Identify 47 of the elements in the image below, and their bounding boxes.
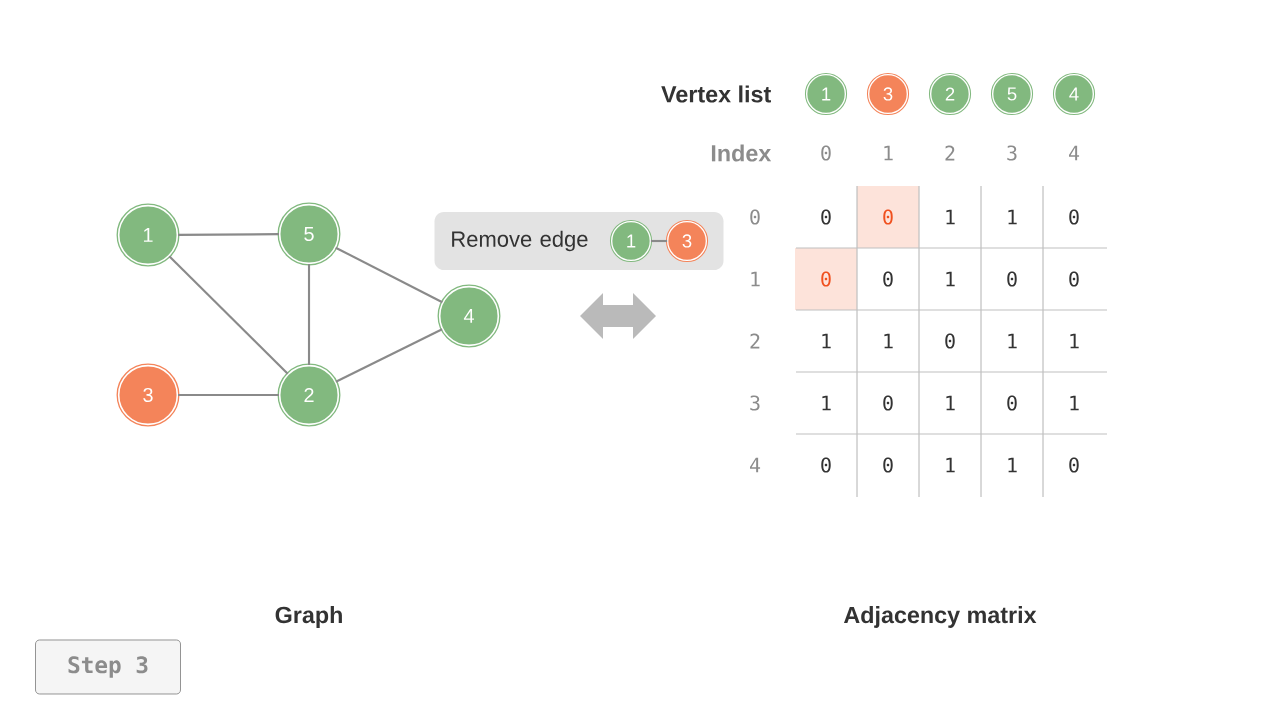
matrix-cell: 0 xyxy=(1069,209,1079,225)
row-index: 1 xyxy=(751,271,760,287)
index-number: 1 xyxy=(884,145,893,161)
graph-edge xyxy=(178,233,279,236)
matrix-cell: 0 xyxy=(821,271,831,287)
row-heading: Index xyxy=(711,144,772,162)
panel-title: Adjacency matrix xyxy=(844,606,1037,628)
graph-edge xyxy=(335,246,443,304)
index-number: 4 xyxy=(1069,145,1080,161)
graph-edge xyxy=(335,328,443,383)
row-index: 0 xyxy=(750,209,760,225)
row-index: 4 xyxy=(750,457,761,473)
index-number: 3 xyxy=(1007,145,1017,161)
matrix-cell: 1 xyxy=(1008,457,1017,473)
matrix-cell: 0 xyxy=(1069,457,1079,473)
matrix-cell: 1 xyxy=(1070,395,1079,411)
matrix-cell: 0 xyxy=(883,209,893,225)
matrix-cell: 1 xyxy=(946,271,955,287)
graph-edge xyxy=(650,239,668,243)
matrix-cell: 0 xyxy=(1007,271,1017,287)
matrix-cell: 1 xyxy=(1008,209,1017,225)
matrix-cell: 0 xyxy=(883,457,893,473)
matrix-cell: 0 xyxy=(945,333,955,349)
matrix-cell: 1 xyxy=(1008,333,1017,349)
row-index: 2 xyxy=(750,333,760,349)
index-number: 0 xyxy=(821,145,831,161)
matrix-cell: 0 xyxy=(1069,271,1079,287)
matrix-cell: 1 xyxy=(822,395,831,411)
matrix-cell: 1 xyxy=(822,333,831,349)
matrix-cell: 0 xyxy=(883,395,893,411)
graph-edge xyxy=(307,264,311,365)
matrix-cell: 0 xyxy=(821,457,831,473)
panel-title: Graph xyxy=(275,606,342,628)
matrix-cell: 0 xyxy=(821,209,831,225)
index-number: 2 xyxy=(945,145,955,161)
matrix-cell: 0 xyxy=(883,271,893,287)
step-button: Step 3 xyxy=(35,639,181,695)
matrix-cell: 1 xyxy=(946,209,955,225)
graph-edge xyxy=(178,393,279,397)
row-index: 3 xyxy=(750,395,760,411)
matrix-cell: 1 xyxy=(946,457,955,473)
graph-edge xyxy=(168,255,289,375)
matrix-cell: 0 xyxy=(1007,395,1017,411)
row-heading: Vertex list xyxy=(661,85,771,103)
matrix-cell: 1 xyxy=(1070,333,1079,349)
matrix-cell: 1 xyxy=(946,395,955,411)
matrix-cell: 1 xyxy=(884,333,893,349)
